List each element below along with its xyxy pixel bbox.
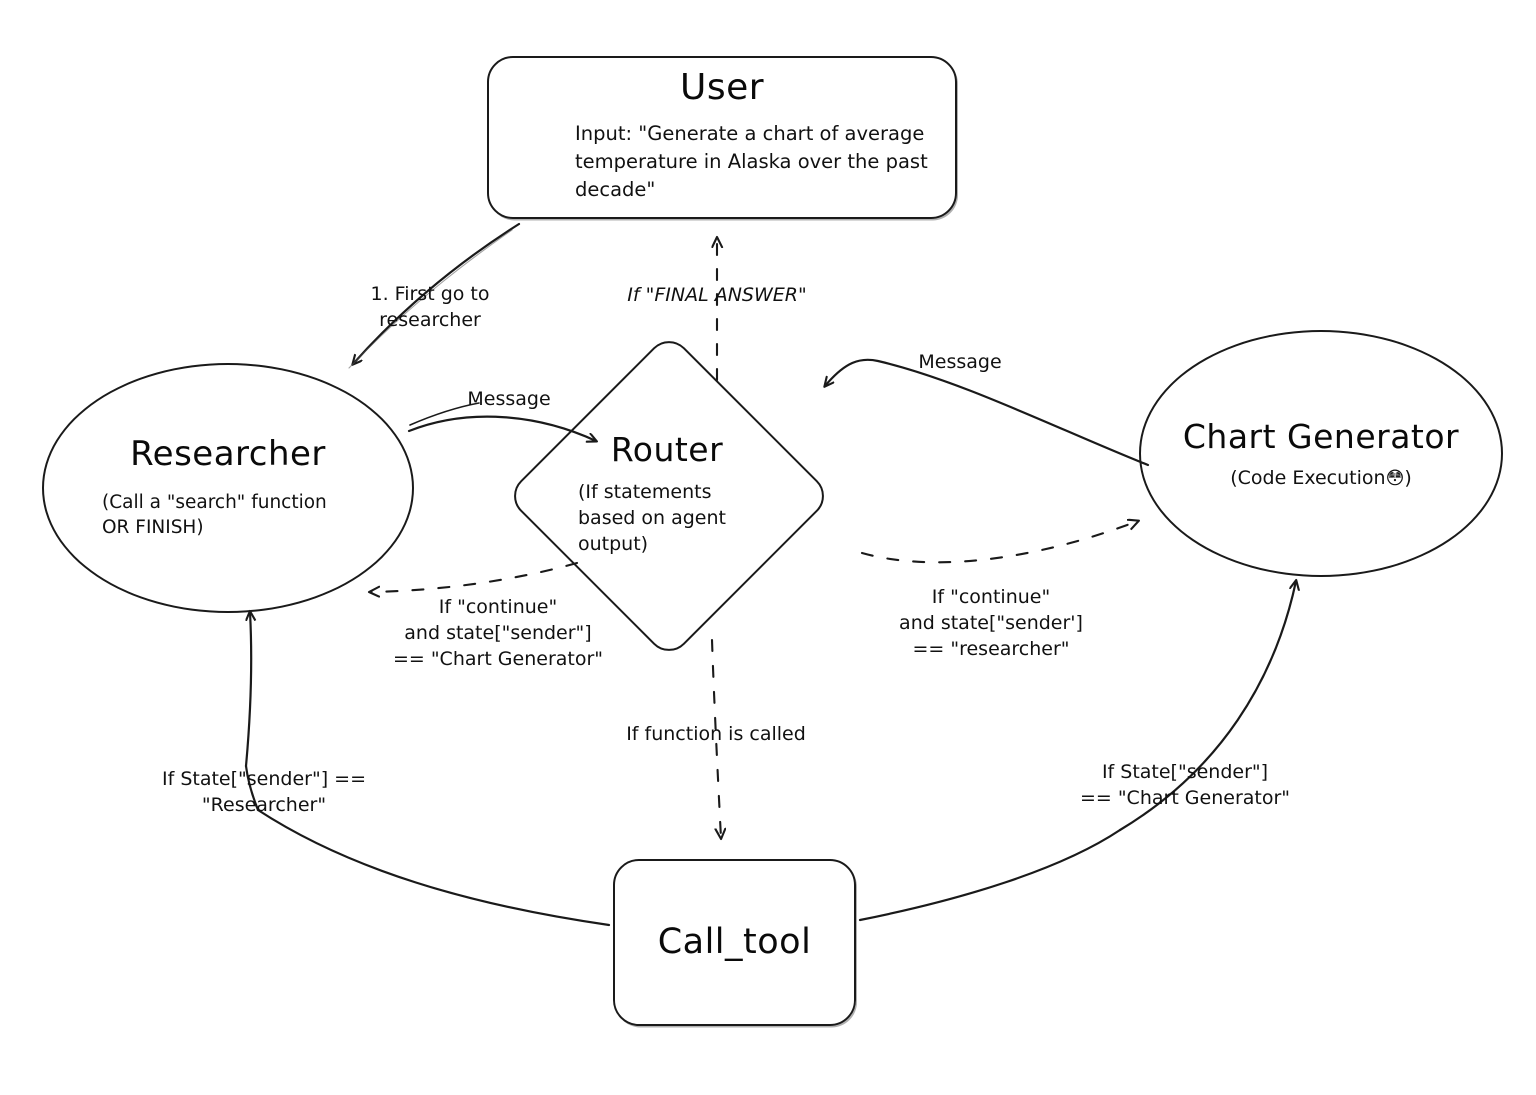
node-user-label: User bbox=[679, 67, 765, 108]
node-call-tool-label: Call_tool bbox=[657, 921, 812, 962]
node-researcher-detail: (Call a "search" function OR FINISH) bbox=[102, 492, 327, 539]
edge-label-router-to-researcher: If "continue" and state["sender"] == "Ch… bbox=[392, 596, 604, 671]
edge-label-router-to-chartgen: If "continue" and state["sender'] == "re… bbox=[899, 586, 1083, 661]
edge-router-to-researcher bbox=[370, 561, 579, 592]
node-researcher[interactable]: Researcher (Call a "search" function OR … bbox=[42, 363, 414, 613]
node-chart-generator-detail-text: (Code Execution bbox=[1230, 467, 1386, 490]
node-call-tool[interactable]: Call_tool bbox=[613, 859, 856, 1026]
node-chart-generator-detail-close: ) bbox=[1404, 467, 1412, 490]
edge-label-router-to-user: If "FINAL ANSWER" bbox=[627, 284, 807, 306]
node-router-label: Router bbox=[610, 430, 724, 469]
edge-label-calltool-to-researcher: If State["sender"] == "Researcher" bbox=[162, 768, 366, 817]
node-user-detail: Input: "Generate a chart of average temp… bbox=[575, 122, 928, 201]
flushed-face-icon: 😳 bbox=[1385, 468, 1405, 490]
node-researcher-label: Researcher bbox=[130, 433, 326, 474]
node-router[interactable]: Router (If statements based on agent out… bbox=[553, 380, 781, 608]
node-chart-generator[interactable]: Chart Generator (Code Execution😳) bbox=[1139, 330, 1503, 577]
edge-router-to-chartgen bbox=[860, 521, 1138, 564]
edge-chartgen-to-router bbox=[825, 358, 1150, 467]
node-router-detail: (If statements based on agent output) bbox=[578, 480, 726, 556]
node-chart-generator-detail: (Code Execution😳) bbox=[1230, 466, 1412, 492]
node-chart-generator-label: Chart Generator bbox=[1182, 416, 1460, 456]
edge-label-researcher-to-router: Message bbox=[467, 388, 551, 410]
edge-label-calltool-to-chartgen: If State["sender"] == "Chart Generator" bbox=[1079, 761, 1291, 810]
edge-label-router-to-calltool: If function is called bbox=[626, 723, 806, 745]
node-user[interactable]: User Input: "Generate a chart of average… bbox=[487, 56, 957, 219]
edge-label-user-to-researcher: 1. First go to researcher bbox=[370, 283, 490, 332]
edge-label-chartgen-to-router: Message bbox=[918, 351, 1002, 373]
